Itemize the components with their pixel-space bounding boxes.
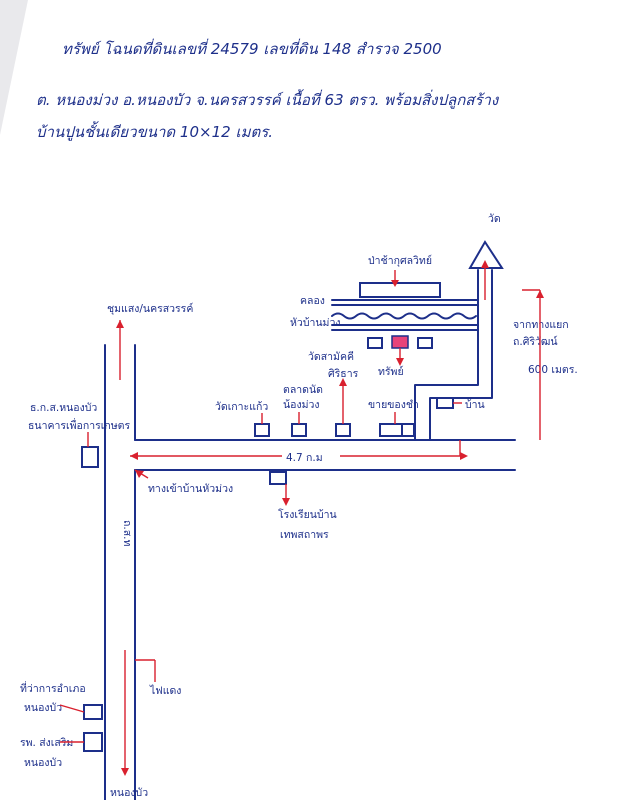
label-district-office: ที่ว่าการอำเภอ (20, 681, 86, 695)
label-wat-samakkhi-2: ศิริธาร (328, 368, 359, 380)
cemetery-marker (359, 282, 441, 298)
label-distance: 600 เมตร. (528, 364, 578, 376)
label-wat-samakkhi: วัดสามัคคี (308, 350, 354, 363)
label-to-chumsaeng: ชุมแสง/นครสวรรค์ (107, 302, 193, 315)
house-right-of-property (417, 337, 433, 349)
wat-samakkhi-marker (335, 423, 351, 437)
cooperative-marker (81, 446, 99, 468)
label-turn-into-village: ทางเข้าบ้านหัวม่วง (148, 483, 233, 495)
grocery-marker-2 (401, 423, 415, 437)
label-market-2: น้องม่วง (283, 399, 320, 411)
canal (331, 304, 479, 326)
label-district-office-2: หนองบัว (24, 702, 62, 714)
label-hospital-2: หนองบัว (24, 757, 62, 769)
label-cooperative-2: ธนาคารเพื่อการเกษตร (28, 418, 130, 432)
header-line-2: ต. หนองม่วง อ.หนองบัว จ.นครสวรรค์ เนื้อท… (36, 89, 500, 109)
label-market: ตลาดนัด (283, 384, 323, 396)
side-road-to-temple (414, 269, 493, 441)
label-grocery: ขายของชำ (368, 399, 419, 411)
wat-ko-kaeo-marker (254, 423, 270, 437)
property-marker (391, 335, 409, 349)
village-lanes (331, 299, 479, 331)
label-house: บ้าน (465, 399, 485, 411)
label-wat-ko-kaeo: วัดเกาะแก้ว (215, 401, 268, 413)
header-line-3: บ้านปูนชั้นเดียวขนาด 10×12 เมตร. (36, 121, 273, 141)
vertical-main-road (104, 344, 136, 800)
district-office-marker (83, 704, 103, 720)
label-cemetery: ป่าช้ากุศลวิทย์ (368, 254, 432, 267)
label-property: ทรัพย์ (378, 365, 404, 378)
header-line-1: ทรัพย์ โฉนดที่ดินเลขที่ 24579 เลขที่ดิน … (62, 38, 442, 58)
scan-fold-shadow (0, 0, 28, 135)
label-canal-name: หัวบ้านม่วง (290, 317, 341, 329)
hospital-marker (83, 732, 103, 752)
label-temple: วัด (488, 213, 501, 225)
label-canal: คลอง (300, 295, 325, 307)
label-school-2: เทพสถาพร (280, 529, 329, 541)
market-marker (291, 423, 307, 437)
house-left-of-property (367, 337, 383, 349)
label-from-main-road: จากทางแยก (513, 319, 569, 331)
label-traffic-light: ไฟแดง (149, 684, 181, 697)
label-cooperative: ธ.ก.ส.หนองบัว (30, 402, 97, 414)
label-main-road-name: ถ.ศิริวัฒน์ (513, 335, 558, 348)
horizontal-road (134, 439, 516, 471)
label-road-distance: 4.7 ก.ม (286, 452, 323, 464)
label-hospital: รพ. ส่งเสริม (20, 737, 73, 749)
house-marker (436, 397, 454, 409)
school-marker (269, 471, 287, 485)
label-school: โรงเรียนบ้าน (278, 508, 337, 521)
grocery-marker-1 (379, 423, 403, 437)
label-to-nongbua: หนองบัว (110, 787, 148, 799)
label-highway: ถ.ส.ท (121, 520, 133, 546)
